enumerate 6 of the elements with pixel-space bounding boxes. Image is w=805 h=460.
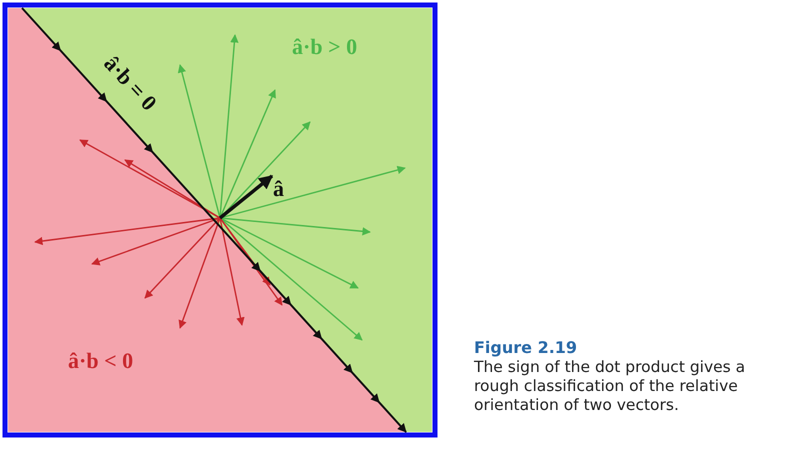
figure-number: Figure 2.19	[474, 338, 578, 357]
equation-label: â·b < 0	[68, 350, 134, 372]
figure-caption: The sign of the dot product gives a rough classification of the relative orientation of two vectors.	[474, 358, 746, 415]
equation-label: â·b = 0	[100, 52, 160, 115]
equation-label: â·b > 0	[292, 36, 358, 58]
vector-label: â	[273, 178, 284, 200]
